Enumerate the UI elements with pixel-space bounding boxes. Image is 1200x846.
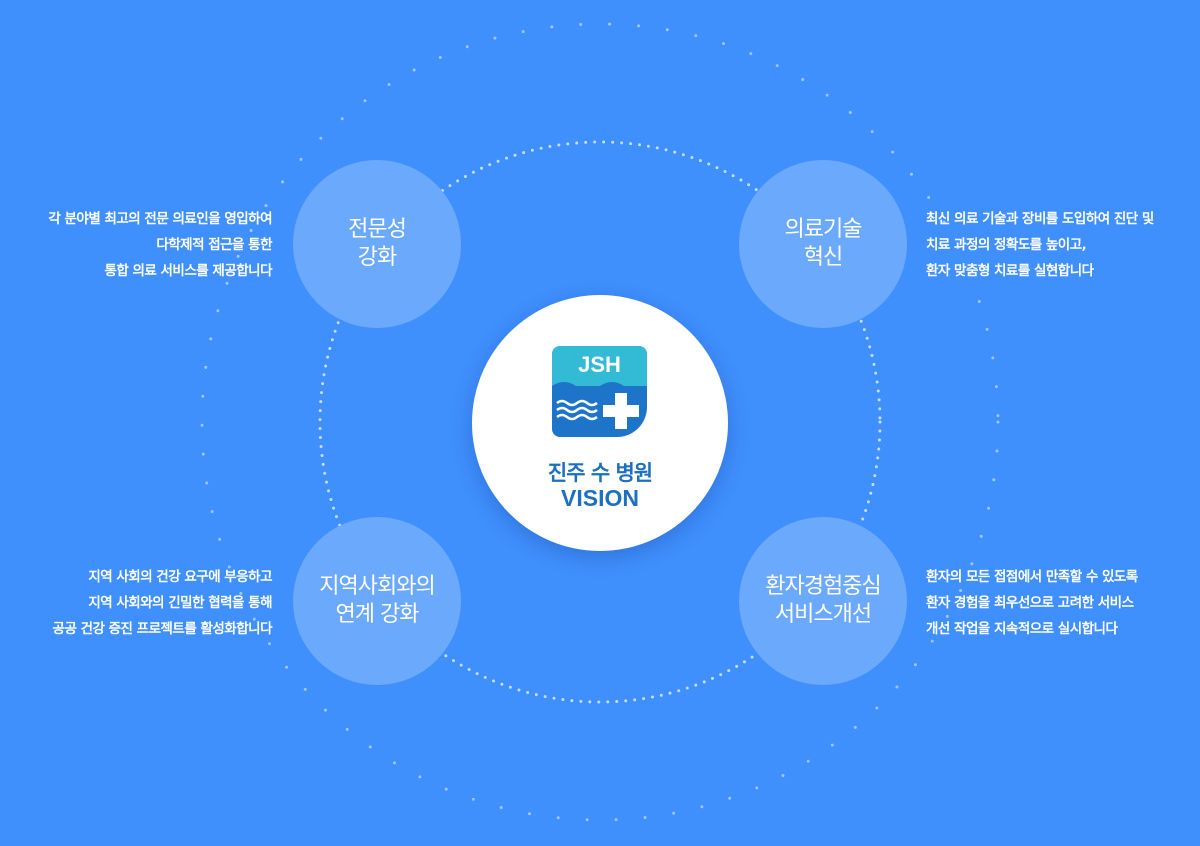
hospital-name: 진주 수 병원 [547,461,653,485]
node-title: 지역사회와의 연계 강화 [319,574,435,627]
medical-cross-icon [603,393,639,429]
node-title: 환자경험중심 서비스개선 [765,574,881,627]
vision-label: VISION [561,485,639,511]
logo-text: JSH [578,352,621,377]
vision-node-expertise: 전문성 강화 [293,160,461,328]
center-vision-circle: JSH 진주 수 병원 VISION [472,295,728,551]
technology-description: 최신 의료 기술과 장비를 도입하여 진단 및 치료 과정의 정확도를 높이고,… [926,211,1154,279]
waves-icon [556,399,598,421]
vision-node-community: 지역사회와의 연계 강화 [293,517,461,685]
node-title: 전문성 강화 [348,217,407,270]
hospital-logo: JSH [552,346,647,437]
community-description: 지역 사회의 건강 요구에 부응하고 지역 사회와의 긴밀한 협력을 통해 공공… [52,569,273,637]
node-title: 의료기술 혁신 [784,217,863,270]
expertise-description: 각 분야별 최고의 전문 의료인을 영입하여 다학제적 접근을 통한 통합 의료… [48,211,272,279]
vision-node-technology: 의료기술 혁신 [739,160,907,328]
vision-node-patient-experience: 환자경험중심 서비스개선 [739,517,907,685]
patient-experience-description: 환자의 모든 접점에서 만족할 수 있도록 환자 경험을 최우선으로 고려한 서… [926,569,1138,637]
